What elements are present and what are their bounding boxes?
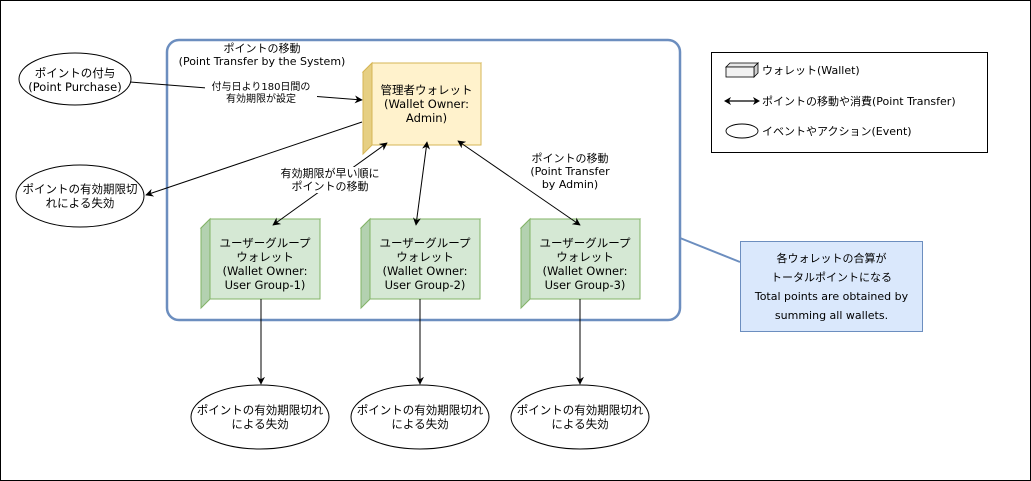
admin-transfer-line3: by Admin) bbox=[541, 178, 599, 191]
note-line3: Total points are obtained by bbox=[754, 289, 909, 303]
purchase-event-line1: ポイントの付与 bbox=[34, 66, 116, 80]
admin-expiry-text: ポイントの有効期限切 れによる失効 bbox=[17, 182, 143, 210]
admin-to-expiry-arrow bbox=[145, 121, 363, 197]
group1-wallet-owner-a: (Wallet Owner: bbox=[222, 264, 308, 278]
note-line4: summing all wallets. bbox=[774, 308, 889, 322]
group3-expiry-text: ポイントの有効期限切れ による失効 bbox=[511, 403, 649, 431]
expiry-setting-line1: 付与日より180日間の bbox=[211, 82, 311, 93]
purchase-event-line2: (Point Purchase) bbox=[28, 80, 122, 94]
admin-wallet-owner-b: Admin) bbox=[405, 111, 448, 125]
group1-expiry-line1: ポイントの有効期限切れ bbox=[196, 403, 324, 417]
expiry-setting-label: 付与日より180日間の 有効期限が設定 bbox=[205, 82, 317, 106]
legend-wallet-label: ウォレット(Wallet) bbox=[762, 64, 860, 77]
group2-expiry-line1: ポイントの有効期限切れ bbox=[356, 403, 484, 417]
wallet-cube-icon bbox=[722, 62, 762, 78]
group3-expiry-line1: ポイントの有効期限切れ bbox=[516, 403, 644, 417]
group3-wallet-title-a: ユーザーグループ bbox=[539, 236, 631, 250]
admin-transfer-line1: ポイントの移動 bbox=[531, 152, 609, 165]
expiry-event-group3[interactable] bbox=[510, 384, 650, 450]
admin-group3-arrow bbox=[457, 140, 581, 226]
group2-expiry-line2: による失効 bbox=[391, 417, 449, 431]
total-points-note: 各ウォレットの合算が トータルポイントになる Total points are … bbox=[740, 241, 923, 332]
admin-expiry-line2: れによる失効 bbox=[45, 196, 115, 210]
group2-wallet-title-a: ユーザーグループ bbox=[379, 236, 471, 250]
group1-expiry-text: ポイントの有効期限切れ による失効 bbox=[191, 403, 329, 431]
expiry-order-label: 有効期限が早い順に ポイントの移動 bbox=[270, 167, 390, 193]
group1-expiry-line2: による失効 bbox=[231, 417, 289, 431]
purchase-event-text: ポイントの付与 (Point Purchase) bbox=[20, 66, 130, 94]
group2-wallet-box[interactable] bbox=[359, 217, 482, 310]
group1-wallet-text: ユーザーグループ ウォレット (Wallet Owner: User Group… bbox=[210, 236, 320, 292]
group3-expiry-line2: による失効 bbox=[551, 417, 609, 431]
point-purchase-event[interactable] bbox=[18, 52, 132, 106]
admin-wallet-owner-a: (Wallet Owner: bbox=[383, 97, 470, 111]
group1-wallet-box[interactable] bbox=[199, 217, 322, 310]
group2-wallet-text: ユーザーグループ ウォレット (Wallet Owner: User Group… bbox=[370, 236, 480, 292]
expiry-order-line1: 有効期限が早い順に bbox=[280, 167, 380, 180]
legend-wallet-row: ウォレット(Wallet) bbox=[712, 60, 860, 80]
group1-wallet-owner-b: User Group-1) bbox=[224, 278, 306, 292]
admin-group2-arrow bbox=[412, 141, 431, 226]
expiry-event-admin[interactable] bbox=[15, 164, 145, 228]
group3-wallet-text: ユーザーグループ ウォレット (Wallet Owner: User Group… bbox=[530, 236, 640, 292]
legend-event-label: イベントやアクション(Event) bbox=[762, 125, 912, 138]
legend-transfer-label: ポイントの移動や消費(Point Transfer) bbox=[762, 95, 956, 108]
expiry-order-line2: ポイントの移動 bbox=[291, 180, 369, 193]
admin-transfer-line2: (Point Transfer bbox=[530, 165, 610, 178]
admin-transfer-label: ポイントの移動 (Point Transfer by Admin) bbox=[520, 152, 620, 191]
double-arrow-icon bbox=[722, 96, 762, 106]
system-transfer-label: ポイントの移動 (Point Transfer by the System) bbox=[178, 42, 346, 68]
system-transfer-line1: ポイントの移動 bbox=[223, 42, 301, 55]
expiry-event-group2[interactable] bbox=[350, 384, 490, 450]
ellipse-icon bbox=[722, 123, 762, 139]
admin-expiry-line1: ポイントの有効期限切 bbox=[22, 182, 138, 196]
admin-wallet-text: 管理者ウォレット (Wallet Owner: Admin) bbox=[372, 83, 481, 125]
group3-wallet-title-b: ウォレット bbox=[556, 250, 614, 264]
expiry-setting-line2: 有効期限が設定 bbox=[226, 94, 296, 105]
note-line2: トータルポイントになる bbox=[771, 270, 892, 284]
legend-box: ウォレット(Wallet) ポイントの移動や消費(Point Transfer)… bbox=[711, 52, 988, 153]
system-transfer-line2: (Point Transfer by the System) bbox=[178, 55, 346, 68]
group2-wallet-owner-b: User Group-2) bbox=[384, 278, 466, 292]
admin-wallet-title: 管理者ウォレット bbox=[380, 83, 473, 97]
legend-transfer-row: ポイントの移動や消費(Point Transfer) bbox=[712, 91, 956, 111]
group1-wallet-title-a: ユーザーグループ bbox=[219, 236, 311, 250]
group3-wallet-owner-b: User Group-3) bbox=[544, 278, 626, 292]
expiry-event-group1[interactable] bbox=[190, 384, 330, 450]
group2-wallet-title-b: ウォレット bbox=[396, 250, 454, 264]
group2-wallet-owner-a: (Wallet Owner: bbox=[382, 264, 468, 278]
group1-wallet-title-b: ウォレット bbox=[236, 250, 294, 264]
note-line1: 各ウォレットの合算が bbox=[776, 251, 887, 265]
group3-wallet-owner-a: (Wallet Owner: bbox=[542, 264, 628, 278]
admin-wallet-box[interactable] bbox=[361, 61, 483, 156]
wallet-container bbox=[165, 38, 682, 322]
container-to-info-connector bbox=[679, 237, 741, 263]
group3-wallet-box[interactable] bbox=[519, 217, 642, 310]
legend-event-row: イベントやアクション(Event) bbox=[712, 121, 912, 141]
group2-expiry-text: ポイントの有効期限切れ による失効 bbox=[351, 403, 489, 431]
